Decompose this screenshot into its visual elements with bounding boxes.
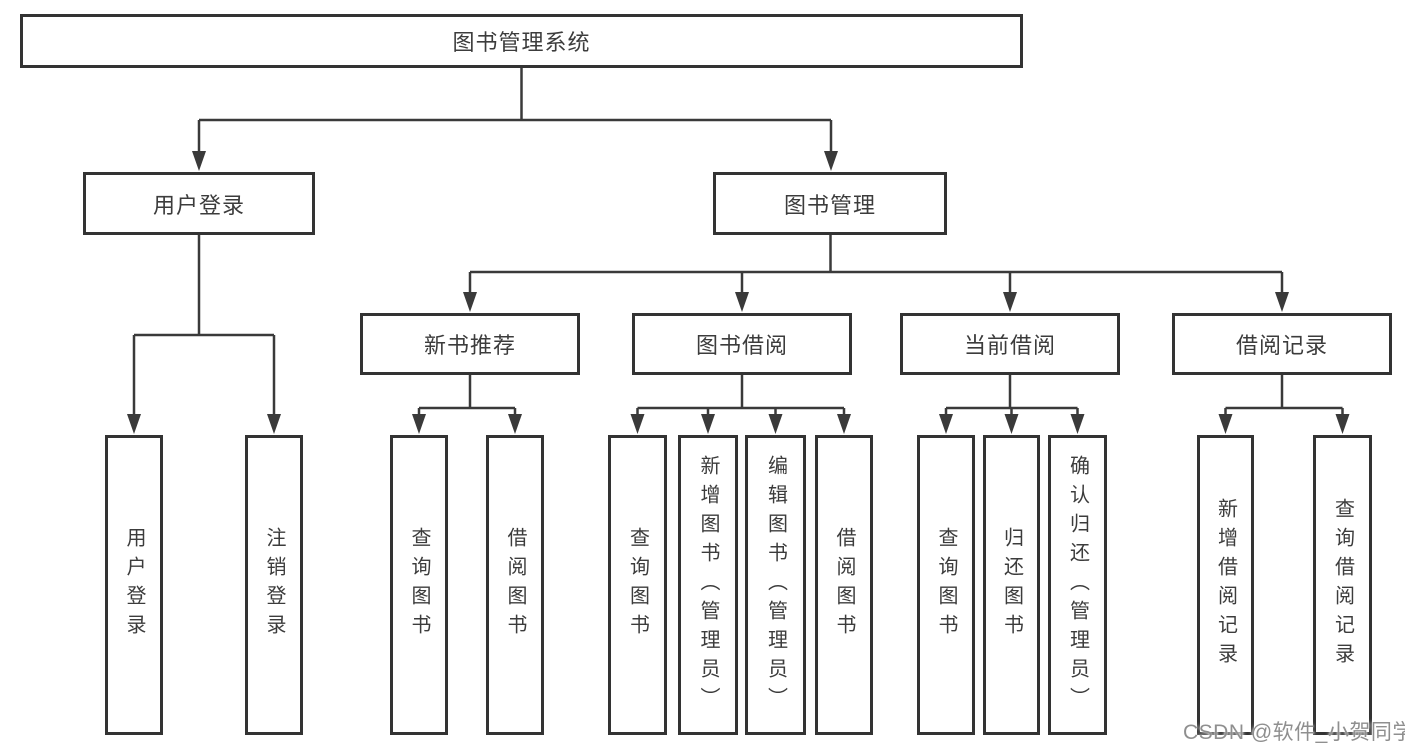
leaf-label: 注销登录 [263, 527, 285, 643]
node-user-login: 用户登录 [83, 172, 315, 235]
leaf-label: 借阅图书 [504, 527, 526, 643]
node-label: 借阅记录 [1235, 333, 1328, 358]
leaf-label: 归还图书 [1000, 527, 1023, 643]
leaf-label: 用户登录 [123, 527, 145, 643]
leaf-logout: 注销登录 [245, 435, 303, 735]
node-book-borrow: 图书借阅 [632, 313, 852, 375]
leaf-add-borrow-record: 新增借阅记录 [1197, 435, 1254, 735]
leaf-current-query-books: 查询图书 [917, 435, 975, 735]
node-new-book-recommend: 新书推荐 [360, 313, 580, 375]
leaf-label: 查询图书 [935, 527, 957, 643]
leaf-return-books: 归还图书 [983, 435, 1040, 735]
leaf-confirm-return-admin: 确认归还（管理员） [1048, 435, 1107, 735]
leaf-label: 查询图书 [408, 527, 430, 643]
node-current-borrow: 当前借阅 [900, 313, 1120, 375]
leaf-label: 借阅图书 [833, 527, 855, 643]
leaf-edit-books-admin: 编辑图书（管理员） [745, 435, 806, 735]
leaf-recommend-borrow-books: 借阅图书 [486, 435, 544, 735]
node-label: 新书推荐 [423, 333, 516, 358]
node-book-management: 图书管理 [713, 172, 947, 235]
node-label: 用户登录 [152, 192, 245, 218]
node-label: 图书借阅 [695, 333, 788, 358]
leaf-borrow-books: 借阅图书 [815, 435, 873, 735]
leaf-label: 编辑图书（管理员） [764, 454, 787, 716]
leaf-recommend-query-books: 查询图书 [390, 435, 448, 735]
leaf-borrow-query-books: 查询图书 [608, 435, 667, 735]
leaf-label: 查询图书 [626, 527, 649, 643]
leaf-query-borrow-record: 查询借阅记录 [1313, 435, 1372, 735]
leaf-user-login: 用户登录 [105, 435, 163, 735]
node-label: 图书管理系统 [452, 30, 591, 55]
leaf-label: 新增图书（管理员） [697, 454, 719, 716]
leaf-add-books-admin: 新增图书（管理员） [678, 435, 738, 735]
node-library-system: 图书管理系统 [20, 14, 1023, 68]
node-label: 图书管理 [783, 192, 876, 218]
watermark: CSDN @软件_小贺同学 [1183, 721, 1405, 744]
node-label: 当前借阅 [963, 333, 1056, 358]
node-borrow-records: 借阅记录 [1172, 313, 1392, 375]
leaf-label: 确认归还（管理员） [1066, 454, 1089, 716]
leaf-label: 查询借阅记录 [1331, 498, 1354, 672]
leaf-label: 新增借阅记录 [1214, 498, 1237, 672]
